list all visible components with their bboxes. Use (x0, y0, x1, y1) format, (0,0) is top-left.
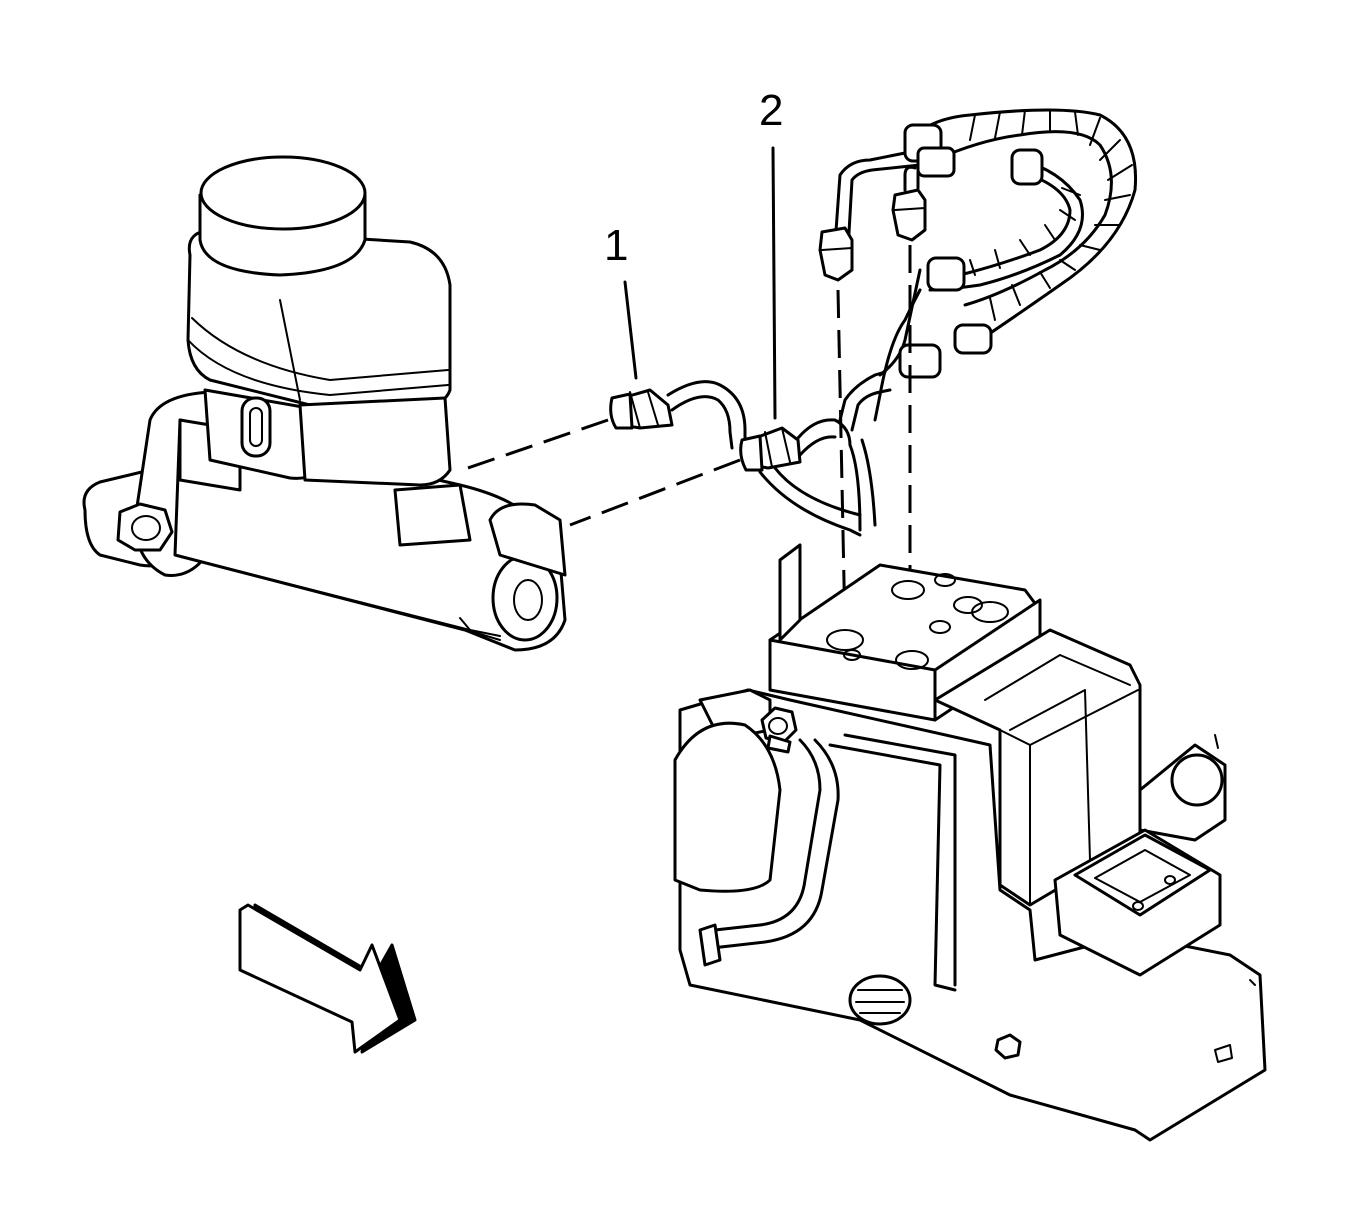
callout-2: 2 (759, 86, 783, 420)
alignment-lines (461, 245, 912, 631)
brake-pipe-fitting-2 (739, 418, 852, 472)
abs-pipe-fittings (818, 165, 927, 282)
abs-modulator-valve (673, 543, 1267, 1142)
ebcm-connector (1053, 828, 1222, 977)
direction-arrow (238, 903, 417, 1054)
callout-1: 1 (604, 221, 638, 380)
brake-pipes (758, 148, 922, 537)
callout-1-label: 1 (604, 221, 628, 270)
reservoir-cap (198, 155, 367, 277)
brake-hoses (898, 108, 1138, 379)
master-cylinder (82, 390, 567, 652)
fluid-level-sensor (240, 396, 272, 458)
fluid-reservoir (186, 155, 452, 487)
callout-2-label: 2 (759, 86, 783, 135)
mounting-nut (760, 706, 798, 754)
brake-pipe-fitting-1 (609, 380, 747, 450)
